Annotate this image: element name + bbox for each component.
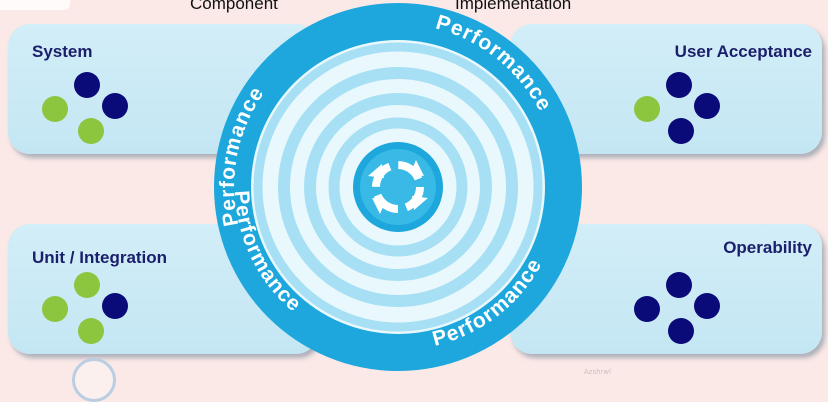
navy-dot bbox=[694, 93, 720, 119]
wheel-band bbox=[253, 42, 543, 332]
panel-title-system: System bbox=[32, 42, 93, 61]
panel-title-user-acceptance: User Acceptance bbox=[674, 42, 812, 61]
navy-dot bbox=[668, 318, 694, 344]
faint-footer-text: Azshrwl bbox=[584, 368, 612, 376]
navy-dot bbox=[634, 296, 660, 322]
wheel-band bbox=[328, 117, 468, 257]
green-dot bbox=[74, 272, 100, 298]
label-implementation: Implementation bbox=[455, 0, 572, 13]
green-dot bbox=[78, 318, 104, 344]
wheel-band bbox=[278, 67, 518, 307]
navy-dot bbox=[694, 293, 720, 319]
navy-dot bbox=[74, 72, 100, 98]
performance-wheel: Performance Performance Performance Perf… bbox=[214, 3, 582, 371]
wheel-center-highlight bbox=[360, 149, 436, 225]
label-component: Component bbox=[190, 0, 278, 13]
navy-dot bbox=[666, 272, 692, 298]
panel-title-unit-integration: Unit / Integration bbox=[32, 248, 168, 267]
navy-dot bbox=[668, 118, 694, 144]
navy-dot bbox=[666, 72, 692, 98]
navy-dot bbox=[102, 93, 128, 119]
green-dot bbox=[634, 96, 660, 122]
corner-decoration bbox=[0, 0, 70, 10]
wheel-band bbox=[304, 93, 492, 281]
panel-title-operability: Operability bbox=[723, 238, 812, 257]
green-dot bbox=[78, 118, 104, 144]
green-dot bbox=[42, 296, 68, 322]
refresh-cycle-icon bbox=[368, 160, 428, 214]
navy-dot bbox=[102, 293, 128, 319]
green-dot bbox=[42, 96, 68, 122]
